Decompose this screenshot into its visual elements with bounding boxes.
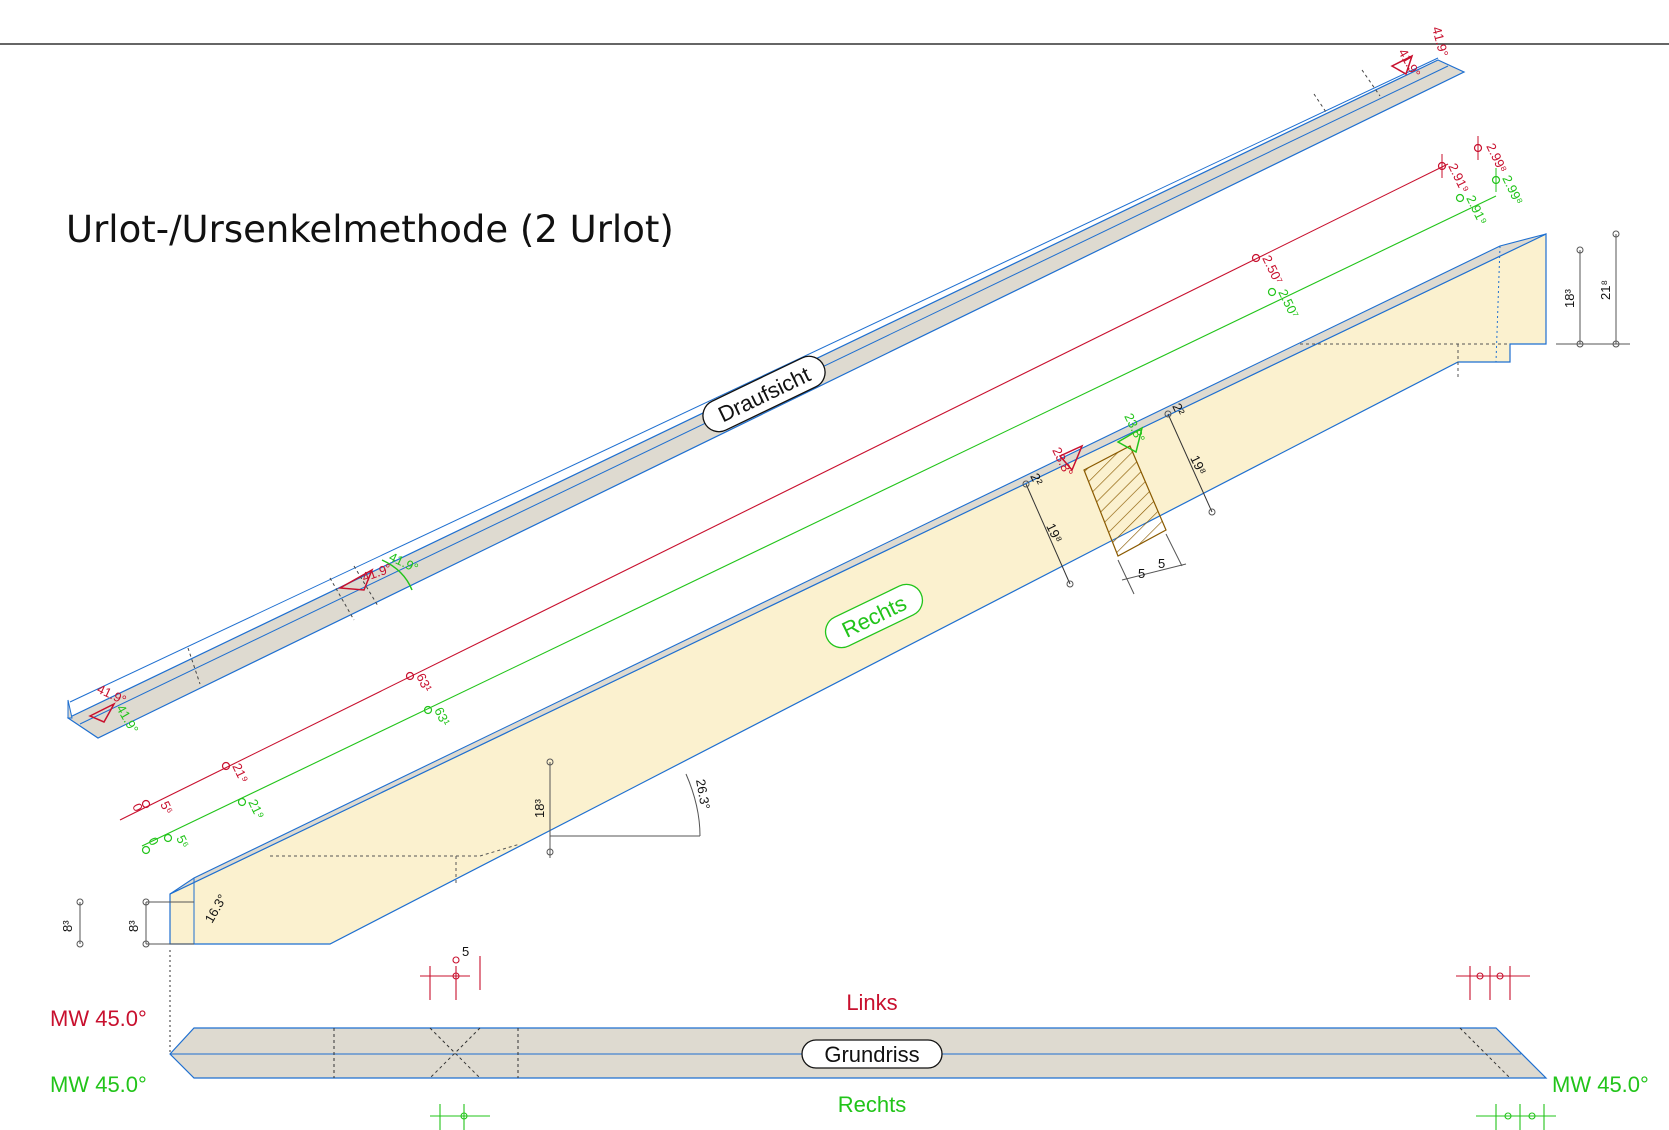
dim-notch-b: 5	[1158, 556, 1165, 571]
angle-pitch: 26.3°	[693, 778, 713, 811]
top-view-label: Draufsicht	[702, 355, 826, 433]
dim-green-d: 63¹	[431, 705, 453, 729]
bevel-right-green: MW 45.0°	[1552, 1072, 1649, 1097]
dim-foot-a: 8³	[60, 920, 75, 932]
dimension-lines	[119, 136, 1501, 855]
dim-green-total: 2.99⁸	[1499, 173, 1526, 207]
dim-red-f: 5⁶	[157, 799, 176, 817]
dim-notch-a: 5	[1138, 566, 1145, 581]
dim-green-c: 2.50⁷	[1275, 287, 1302, 321]
dim-green-zero: 0	[145, 835, 162, 848]
dim-height-right-a: 18³	[1562, 289, 1577, 308]
page-title: Urlot-/Ursenkelmethode (2 Urlot)	[66, 208, 674, 251]
dim-red-c: 2.50⁷	[1259, 253, 1286, 287]
plan-dim-five: 5	[462, 944, 469, 959]
dim-red-d: 63¹	[413, 671, 435, 695]
angle-red-top: 41.9°	[1429, 25, 1451, 58]
dim-height-right-b: 21⁸	[1598, 280, 1613, 300]
dim-foot-b: 8³	[126, 920, 141, 932]
bevel-left-red: MW 45.0°	[50, 1006, 147, 1031]
plan-view-label: Grundriss	[801, 1039, 943, 1069]
dim-red-total: 2.99⁸	[1483, 141, 1510, 175]
bevel-left-green: MW 45.0°	[50, 1072, 147, 1097]
plan-bottom-label: Rechts	[838, 1092, 906, 1117]
side-view-rafter	[76, 230, 1630, 1054]
dim-height-mid: 18³	[532, 799, 547, 818]
dim-red-b: 2.91⁹	[1445, 161, 1472, 195]
plan-view-title: Grundriss	[824, 1042, 919, 1067]
dim-green-f: 5⁶	[173, 833, 192, 851]
dim-green-e: 21⁹	[245, 797, 267, 822]
plan-top-label: Links	[846, 990, 897, 1015]
